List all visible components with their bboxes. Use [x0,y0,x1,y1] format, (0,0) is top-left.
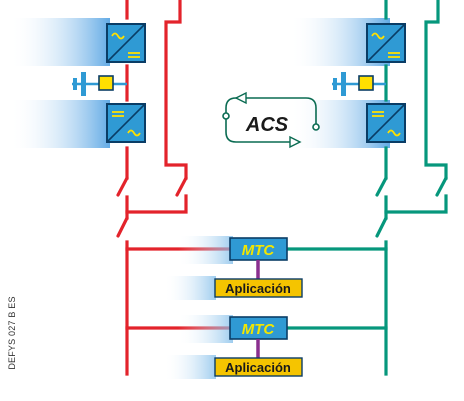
mtc-group-2: MTC Aplicación [164,315,303,379]
right-bypass-line [424,0,448,180]
right-bypass-line [384,194,448,214]
application-label: Aplicación [225,281,291,296]
application-label: Aplicación [225,360,291,375]
dc-ac-converter-icon [106,103,146,143]
switch-icon [375,216,388,238]
left-bypass-line [125,194,188,214]
app-glow [164,276,216,300]
application-box [214,357,303,377]
mtc-glow [178,315,233,343]
mtc-label: MTC [242,242,276,259]
switch-icon [116,216,129,238]
switch-icon [175,176,188,197]
application-box [214,278,303,298]
left-rectifier-glow [10,18,110,66]
battery-icon [332,72,386,96]
battery-icon [72,72,127,96]
ac-dc-converter-icon [366,23,406,63]
dc-ac-converter-icon [366,103,406,143]
left-bypass-line [164,0,188,180]
cycle-arrows-icon [222,91,320,149]
figure-code: DEFYS 027 B ES [7,296,17,370]
mtc-glow [178,236,233,264]
switch-icon [116,176,129,197]
right-ups-group [284,0,448,376]
mtc-group-1: MTC Aplicación [164,236,303,300]
mtc-label: MTC [242,321,276,338]
switch-icon [375,176,388,197]
left-inverter-glow [10,100,110,148]
acs-label: ACS [245,114,289,136]
app-glow [164,355,216,379]
ac-dc-converter-icon [106,23,146,63]
switch-icon [435,176,448,197]
